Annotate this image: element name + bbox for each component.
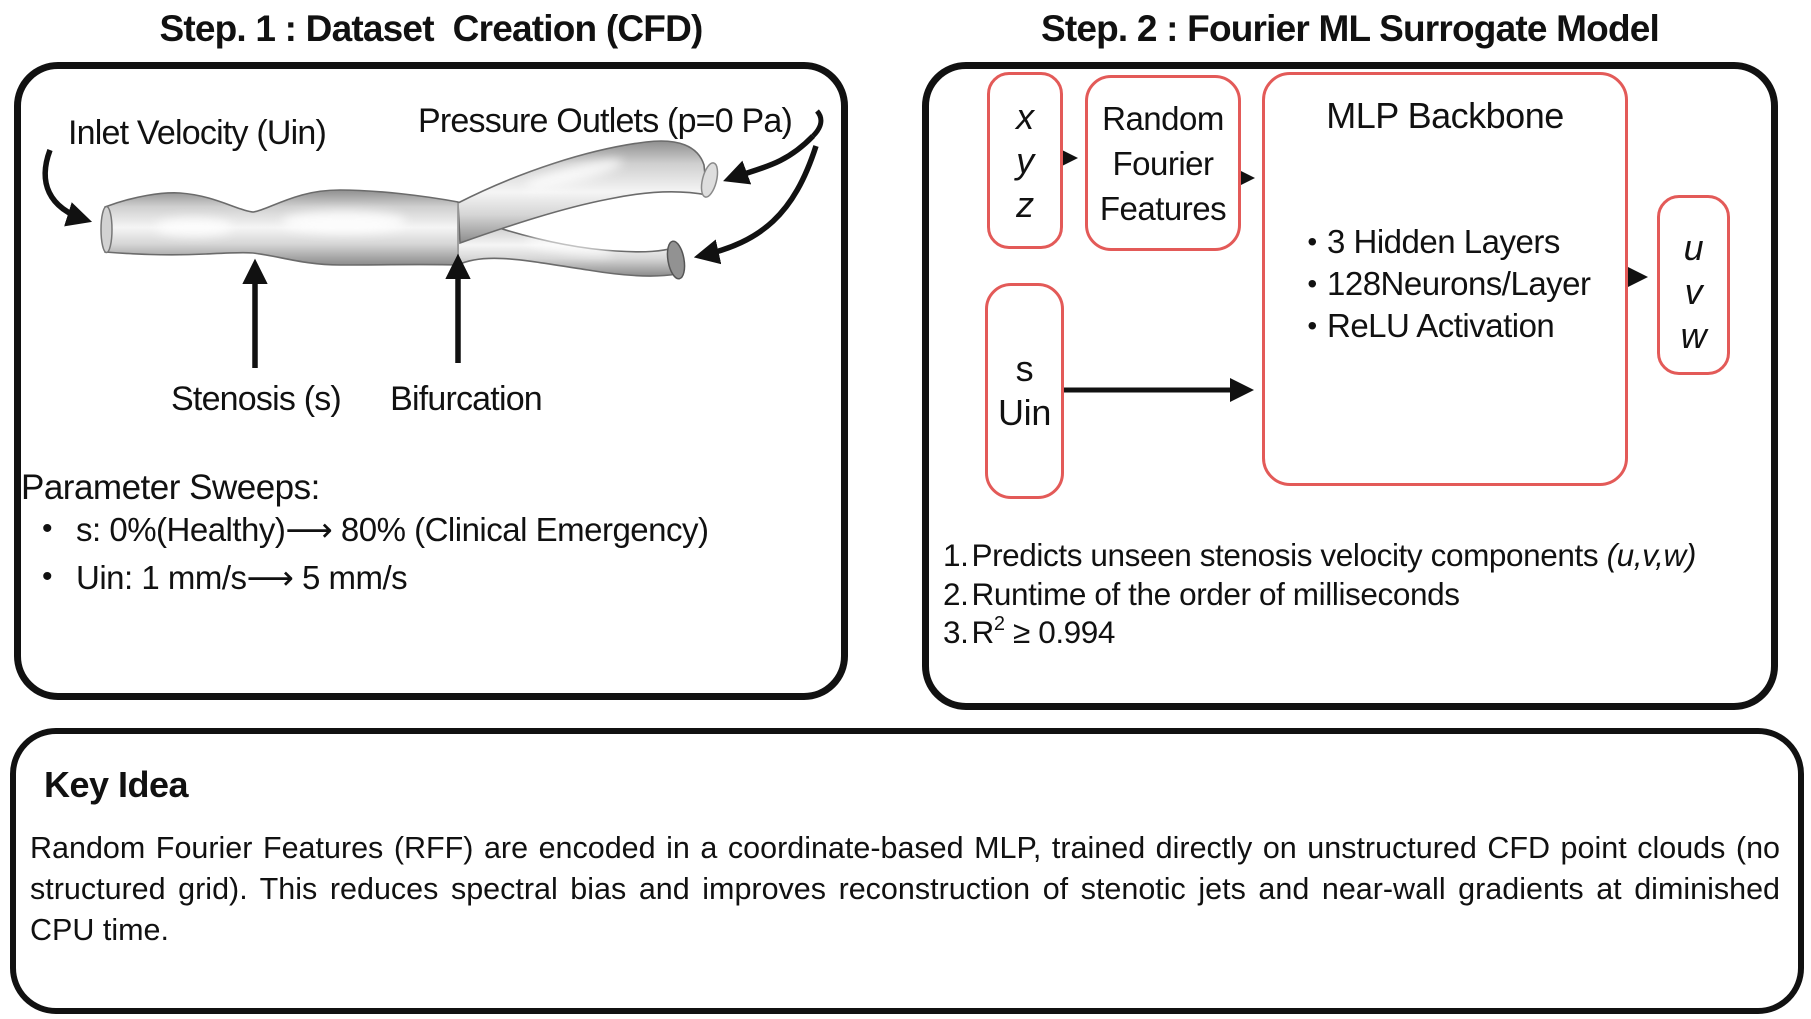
mlp-bullet-item: • 128Neurons/Layer bbox=[1297, 263, 1591, 305]
sweep-item-text: s: 0%(Healthy)⟶ 80% (Clinical Emergency) bbox=[76, 511, 709, 548]
bifurcation-label: Bifurcation bbox=[390, 380, 543, 418]
input-uin: Uin bbox=[997, 392, 1052, 433]
sweep-item-stenosis: • s: 0%(Healthy)⟶ 80% (Clinical Emergenc… bbox=[42, 510, 709, 549]
sweep-item-uin: • Uin: 1 mm/s⟶ 5 mm/s bbox=[42, 558, 408, 597]
bullet-icon: • bbox=[1307, 268, 1317, 299]
highlight bbox=[525, 159, 623, 189]
note-r: R bbox=[971, 614, 994, 650]
mlp-bullet-list: • 3 Hidden Layers • 128Neurons/Layer • R… bbox=[1297, 221, 1591, 347]
bullet-icon: • bbox=[1307, 226, 1317, 257]
highlight bbox=[282, 211, 406, 233]
parameter-sweeps-heading: Parameter Sweeps: bbox=[21, 468, 320, 507]
step1-panel: Inlet Velocity (Uin) Pressure Outlets (p… bbox=[14, 62, 848, 700]
node-s-uin: s Uin bbox=[985, 283, 1064, 499]
note-number: 1. bbox=[943, 537, 969, 573]
note-superscript: 2 bbox=[993, 613, 1005, 635]
rff-line: Random bbox=[1102, 99, 1224, 137]
note-text: Predicts unseen stenosis velocity compon… bbox=[971, 537, 1607, 573]
key-idea-panel: Key Idea Random Fourier Features (RFF) a… bbox=[10, 728, 1804, 1014]
vessel-main-tube bbox=[104, 189, 459, 266]
highlight bbox=[156, 218, 232, 236]
mlp-bullet-text: ReLU Activation bbox=[1327, 307, 1555, 344]
coord-z: z bbox=[1016, 183, 1034, 225]
key-idea-body: Random Fourier Features (RFF) are encode… bbox=[30, 831, 1780, 947]
inlet-face bbox=[100, 205, 113, 254]
note-number: 2. bbox=[943, 575, 969, 612]
key-idea-heading: Key Idea bbox=[44, 764, 189, 805]
note-3: 3.R2 ≥ 0.994 bbox=[943, 613, 1696, 657]
step2-title: Step. 2 : Fourier ML Surrogate Model bbox=[1040, 8, 1660, 49]
output-w: w bbox=[1680, 315, 1707, 356]
input-s: s bbox=[1015, 348, 1034, 389]
sweep-item-text: Uin: 1 mm/s⟶ 5 mm/s bbox=[76, 559, 408, 596]
step2-panel: x y z Random Fourier Features MLP Backbo… bbox=[922, 62, 1778, 710]
rff-line: Features bbox=[1099, 189, 1227, 227]
output-u: u bbox=[1683, 227, 1704, 268]
bullet-icon: • bbox=[42, 512, 53, 545]
node-mlp-backbone: MLP Backbone • 3 Hidden Layers • 128Neur… bbox=[1262, 72, 1628, 486]
pressure-arrow-lower bbox=[693, 145, 819, 265]
highlight bbox=[525, 236, 613, 256]
note-italic-uvw: (u,v,w) bbox=[1606, 537, 1697, 573]
bullet-icon: • bbox=[42, 560, 53, 593]
node-outputs: u v w bbox=[1657, 195, 1730, 375]
note-text: ≥ 0.994 bbox=[1012, 614, 1116, 650]
step1-title: Step. 1 : Dataset Creation (CFD) bbox=[159, 8, 703, 49]
lower-outlet-cap bbox=[666, 240, 686, 280]
inlet-arrow bbox=[42, 149, 93, 227]
vessel-upper-branch bbox=[457, 140, 708, 245]
coord-x: x bbox=[1016, 95, 1034, 137]
pressure-arrow-upper bbox=[723, 134, 815, 185]
mlp-bullet-text: 3 Hidden Layers bbox=[1327, 223, 1560, 260]
mlp-bullet-item: • ReLU Activation bbox=[1297, 305, 1591, 347]
rff-line: Fourier bbox=[1112, 144, 1214, 182]
inlet-velocity-label: Inlet Velocity (Uin) bbox=[68, 114, 327, 152]
note-number: 3. bbox=[943, 614, 969, 650]
mlp-backbone-title: MLP Backbone bbox=[1326, 95, 1564, 136]
bullet-icon: • bbox=[1307, 310, 1317, 341]
upper-outlet-face bbox=[700, 162, 719, 198]
pressure-outlets-label: Pressure Outlets (p=0 Pa) bbox=[418, 102, 793, 140]
mlp-bullet-text: 128Neurons/Layer bbox=[1327, 265, 1591, 302]
note-text: Runtime of the order of milliseconds bbox=[971, 575, 1460, 612]
pressure-arrow-curl bbox=[811, 109, 824, 138]
mlp-bullet-item: • 3 Hidden Layers bbox=[1297, 221, 1591, 263]
node-random-fourier-features: Random Fourier Features bbox=[1085, 75, 1241, 251]
note-2: 2.Runtime of the order of milliseconds bbox=[943, 575, 1696, 614]
step2-notes: 1.Predicts unseen stenosis velocity comp… bbox=[943, 536, 1696, 657]
coord-y: y bbox=[1016, 139, 1034, 181]
stenosis-label: Stenosis (s) bbox=[171, 380, 342, 418]
note-1: 1.Predicts unseen stenosis velocity comp… bbox=[943, 536, 1696, 575]
output-v: v bbox=[1684, 271, 1703, 312]
node-coordinates: x y z bbox=[987, 72, 1063, 249]
vessel-graphic bbox=[42, 109, 824, 368]
